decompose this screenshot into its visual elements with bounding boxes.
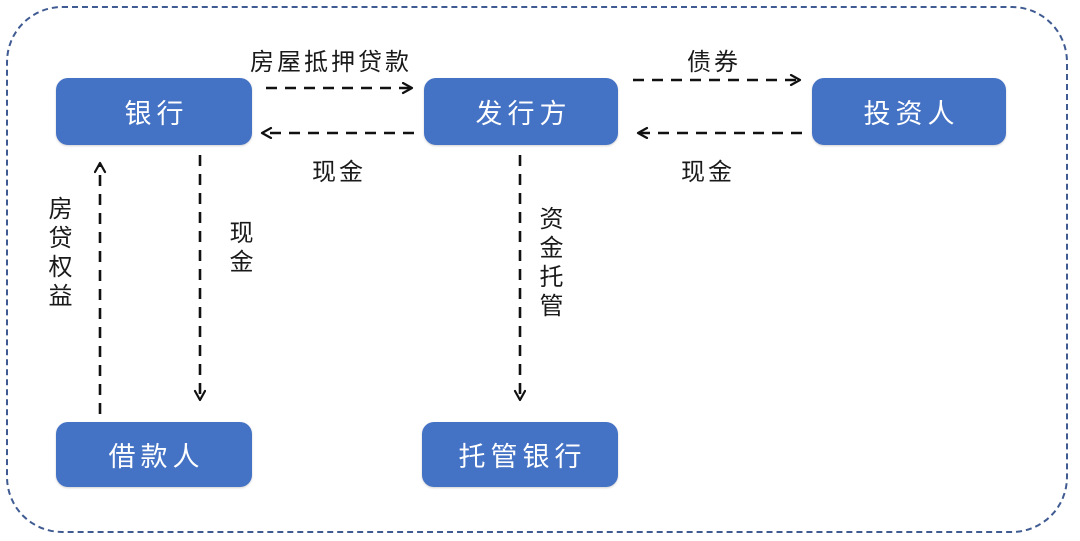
node-bank[interactable]: 银行 xyxy=(56,78,252,145)
edge-label-mortgage-loan: 房屋抵押贷款 xyxy=(250,50,412,76)
node-borrower[interactable]: 借款人 xyxy=(56,422,252,487)
edge-label-cash-bank-to-borrower: 现金 xyxy=(225,220,251,278)
edge-label-cash-investor-to-issuer: 现金 xyxy=(681,160,735,186)
edge-label-cash-issuer-to-bank: 现金 xyxy=(312,160,366,186)
node-investor[interactable]: 投资人 xyxy=(812,78,1006,145)
outer-dashed-frame xyxy=(6,6,1068,533)
edge-label-mortgage-equity: 房贷权益 xyxy=(44,196,70,312)
node-issuer[interactable]: 发行方 xyxy=(424,78,618,145)
edge-label-fund-custody: 资金托管 xyxy=(535,206,561,322)
edge-label-bond: 债券 xyxy=(687,50,741,76)
node-custodian[interactable]: 托管银行 xyxy=(422,422,618,487)
